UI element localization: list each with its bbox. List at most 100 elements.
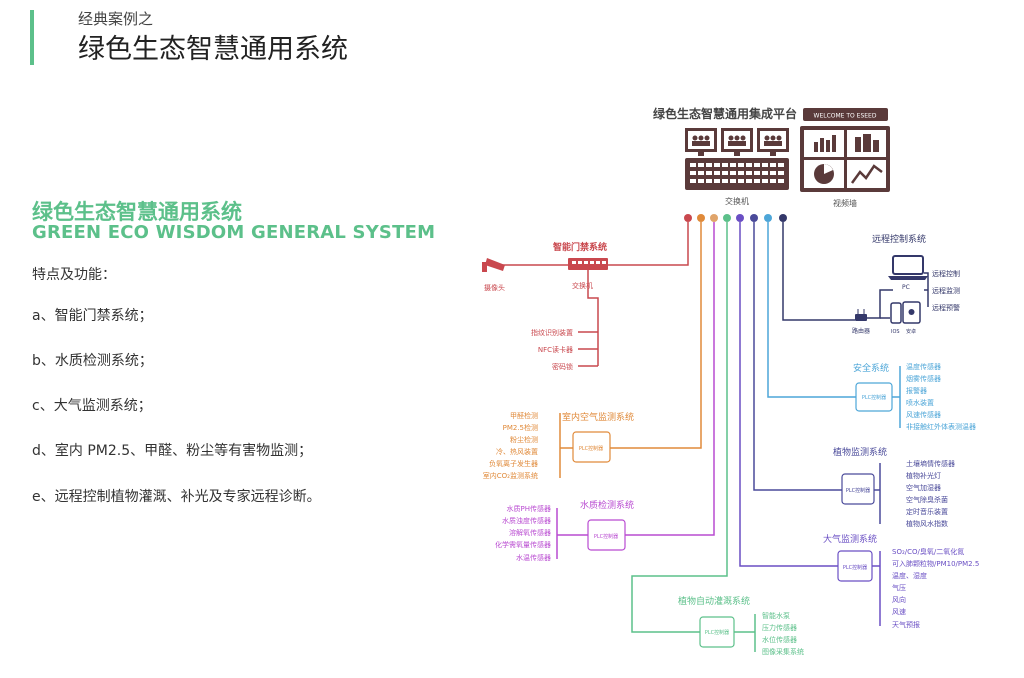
air-plc bbox=[837, 550, 873, 582]
irrigation-item: 水位传感器 bbox=[762, 635, 797, 644]
router-icon bbox=[855, 309, 867, 321]
irrigation-plc bbox=[699, 616, 735, 648]
main-switch-label: 交换机 bbox=[725, 196, 749, 206]
features-heading: 特点及功能： bbox=[32, 267, 116, 283]
port-dot-air bbox=[736, 214, 744, 222]
video-wall-icon bbox=[800, 126, 890, 192]
feature-item: c、大气监测系统； bbox=[32, 398, 152, 414]
air-item: 温度、湿度 bbox=[892, 571, 927, 580]
irrigation-title: 植物自动灌溉系统 bbox=[678, 595, 750, 607]
plant-plc bbox=[841, 473, 875, 505]
port-dot-indoor bbox=[697, 214, 705, 222]
camera-icon bbox=[482, 258, 505, 272]
monitor-icon bbox=[757, 128, 789, 156]
indoor-item: 负氧离子发生器 bbox=[489, 459, 538, 468]
water-item: 溶解氧传感器 bbox=[509, 528, 551, 537]
plant-item: 空气除臭杀菌 bbox=[906, 495, 948, 504]
feature-item: e、远程控制植物灌溉、补光及专家远程诊断。 bbox=[32, 489, 321, 505]
indoor-item: PM2.5检测 bbox=[503, 423, 538, 432]
ios-label: IOS bbox=[891, 329, 900, 335]
port-dot-irrigation bbox=[723, 214, 731, 222]
air-item: 气压 bbox=[892, 583, 906, 592]
indoor-item: 粉尘检测 bbox=[510, 435, 538, 444]
water-item: 水质PH传感器 bbox=[507, 504, 552, 513]
page-title: 绿色生态智慧通用系统 bbox=[78, 34, 348, 65]
irrigation-item: 图像采集系统 bbox=[762, 647, 804, 656]
plant-item: 植物风水指数 bbox=[906, 519, 948, 528]
feature-item: d、室内 PM2.5、甲醛、粉尘等有害物监测； bbox=[32, 443, 313, 459]
indoor-item: 室内CO₂监测系统 bbox=[483, 471, 538, 480]
air-title: 大气监测系统 bbox=[823, 533, 877, 545]
access-lines bbox=[495, 222, 689, 367]
security-title: 安全系统 bbox=[853, 362, 889, 374]
air-item: 天气预报 bbox=[892, 620, 920, 629]
welcome-sign bbox=[803, 108, 888, 121]
irrigation-item: 智能水泵 bbox=[762, 611, 790, 620]
system-title-en: GREEN ECO WISDOM GENERAL SYSTEM bbox=[32, 222, 436, 243]
plant-item: 植物补光灯 bbox=[906, 471, 941, 480]
air-plc-label: PLC控制器 bbox=[843, 564, 867, 571]
air-item: 风速 bbox=[892, 608, 906, 616]
port-dot-access bbox=[684, 214, 692, 222]
welcome-text: WELCOME TO ESEED bbox=[814, 113, 877, 120]
plant-item: 土壤墒情传感器 bbox=[906, 459, 955, 468]
system-title-cn: 绿色生态智慧通用系统 bbox=[32, 200, 242, 224]
access-item: 指纹识别装置 bbox=[531, 328, 573, 337]
indoor-item: 冷、热风装置 bbox=[496, 447, 538, 456]
remote-item: 远程预警 bbox=[932, 303, 960, 312]
irrigation-lines bbox=[631, 222, 756, 652]
remote-item: 远程监测 bbox=[932, 286, 960, 295]
water-title: 水质检测系统 bbox=[580, 499, 634, 511]
security-item: 喷水装置 bbox=[906, 398, 934, 407]
access-item: 密码锁 bbox=[552, 362, 573, 371]
plant-item: 定时音乐装置 bbox=[906, 507, 948, 516]
security-lines bbox=[767, 222, 901, 428]
indoor-plc bbox=[572, 431, 611, 463]
main-switch-icon bbox=[685, 158, 789, 190]
water-item: 水温传感器 bbox=[516, 553, 551, 562]
accent-bar bbox=[30, 10, 34, 65]
monitor-icon bbox=[685, 128, 717, 156]
access-title: 智能门禁系统 bbox=[553, 241, 607, 253]
access-switch-label: 交换机 bbox=[572, 281, 593, 290]
feature-item: a、智能门禁系统； bbox=[32, 308, 153, 324]
phone-icon bbox=[890, 302, 902, 324]
water-item: 水质浊度传感器 bbox=[502, 516, 551, 525]
pc-label: PC bbox=[902, 284, 910, 291]
water-item: 化学需氧量传感器 bbox=[495, 540, 551, 549]
water-plc bbox=[587, 519, 626, 551]
air-item: SO₂/CO/臭氧/二氧化氮 bbox=[892, 547, 964, 556]
remote-lines bbox=[782, 222, 929, 321]
indoor-lines bbox=[559, 222, 702, 478]
air-item: 风向 bbox=[892, 595, 906, 604]
plant-title: 植物监测系统 bbox=[833, 446, 887, 458]
security-plc bbox=[855, 382, 893, 412]
remote-title: 远程控制系统 bbox=[872, 233, 926, 245]
remote-item: 远程控制 bbox=[932, 269, 960, 278]
irrigation-item: 压力传感器 bbox=[762, 623, 797, 632]
feature-item: b、水质检测系统； bbox=[32, 353, 153, 369]
header-subtitle: 经典案例之 bbox=[78, 10, 154, 28]
security-item: 温度传感器 bbox=[906, 362, 941, 371]
water-plc-label: PLC控制器 bbox=[594, 533, 618, 540]
plant-item: 空气加湿器 bbox=[906, 483, 941, 492]
security-item: 烟雾传感器 bbox=[906, 374, 941, 383]
indoor-title: 室内空气监测系统 bbox=[562, 411, 634, 423]
access-switch-icon bbox=[568, 258, 608, 270]
plant-plc-label: PLC控制器 bbox=[846, 487, 870, 494]
air-item: 可入肺颗粒物/PM10/PM2.5 bbox=[892, 559, 979, 568]
water-lines bbox=[556, 222, 715, 559]
monitor-icon bbox=[721, 128, 753, 156]
access-item: NFC读卡器 bbox=[538, 345, 573, 354]
port-dot-indoor-alt bbox=[710, 214, 718, 222]
port-dot-security bbox=[764, 214, 772, 222]
port-dot-remote bbox=[779, 214, 787, 222]
video-wall-label: 视频墙 bbox=[833, 198, 857, 208]
air-lines bbox=[739, 222, 881, 626]
laptop-icon bbox=[888, 255, 928, 280]
router-label: 路由器 bbox=[852, 327, 870, 335]
indoor-item: 甲醛检测 bbox=[510, 411, 538, 420]
android-label: 安卓 bbox=[906, 328, 916, 335]
tablet-icon bbox=[902, 301, 921, 324]
